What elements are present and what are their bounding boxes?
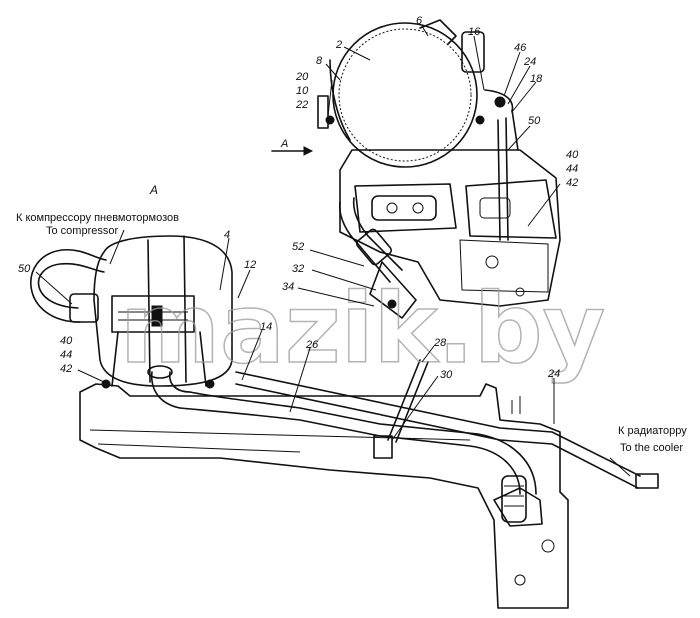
callout-46: 46 — [514, 42, 527, 54]
callout-50-right: 50 — [528, 115, 541, 127]
callout-30: 30 — [440, 369, 453, 381]
callout-2: 2 — [335, 39, 342, 51]
callout-50-left: 50 — [18, 263, 31, 275]
leader-lines — [35, 25, 631, 477]
upper-hose — [338, 197, 417, 319]
engine-head — [339, 109, 561, 307]
callout-14: 14 — [260, 321, 272, 333]
coolant-pipes — [147, 359, 659, 495]
view-label: A — [149, 183, 158, 197]
callout-52: 52 — [292, 241, 304, 253]
compressor-loop-hose — [30, 248, 107, 323]
callout-26: 26 — [305, 339, 319, 351]
note-cooler-en: To the cooler — [620, 442, 683, 454]
callout-24-bottom: 24 — [547, 368, 560, 380]
engine-block — [79, 383, 569, 609]
arrow-label: A — [280, 138, 288, 150]
callout-20: 20 — [295, 71, 309, 83]
note-compressor-ru: К компрессору пневмотормозов — [16, 212, 179, 224]
callout-32: 32 — [292, 263, 304, 275]
callout-40-left: 40 — [60, 335, 73, 347]
callout-22: 22 — [295, 99, 308, 111]
air-filter-housing — [317, 19, 514, 168]
callout-18: 18 — [530, 73, 543, 85]
callout-16: 16 — [468, 26, 481, 38]
section-arrow-a: A — [271, 138, 314, 156]
callout-28: 28 — [433, 337, 447, 349]
callout-42-right: 42 — [566, 177, 578, 189]
note-cooler-ru: К радиаторру — [618, 425, 687, 437]
callout-42-left: 42 — [60, 363, 72, 375]
callout-12: 12 — [244, 259, 256, 271]
callout-4: 4 — [224, 229, 230, 241]
callout-10: 10 — [296, 85, 309, 97]
expansion-tank — [93, 235, 233, 389]
callout-numbers: 2 6 16 8 20 10 22 46 24 18 50 40 44 42 4… — [18, 15, 579, 381]
note-compressor-en: To compressor — [46, 225, 118, 237]
callout-44-right: 44 — [566, 163, 578, 175]
watermark: mazik.by — [120, 273, 605, 385]
callout-44-left: 44 — [60, 349, 72, 361]
callout-8: 8 — [316, 55, 323, 67]
callout-24-top: 24 — [523, 56, 536, 68]
callout-34: 34 — [282, 281, 294, 293]
callout-40-right: 40 — [566, 149, 579, 161]
callout-6: 6 — [416, 15, 423, 27]
